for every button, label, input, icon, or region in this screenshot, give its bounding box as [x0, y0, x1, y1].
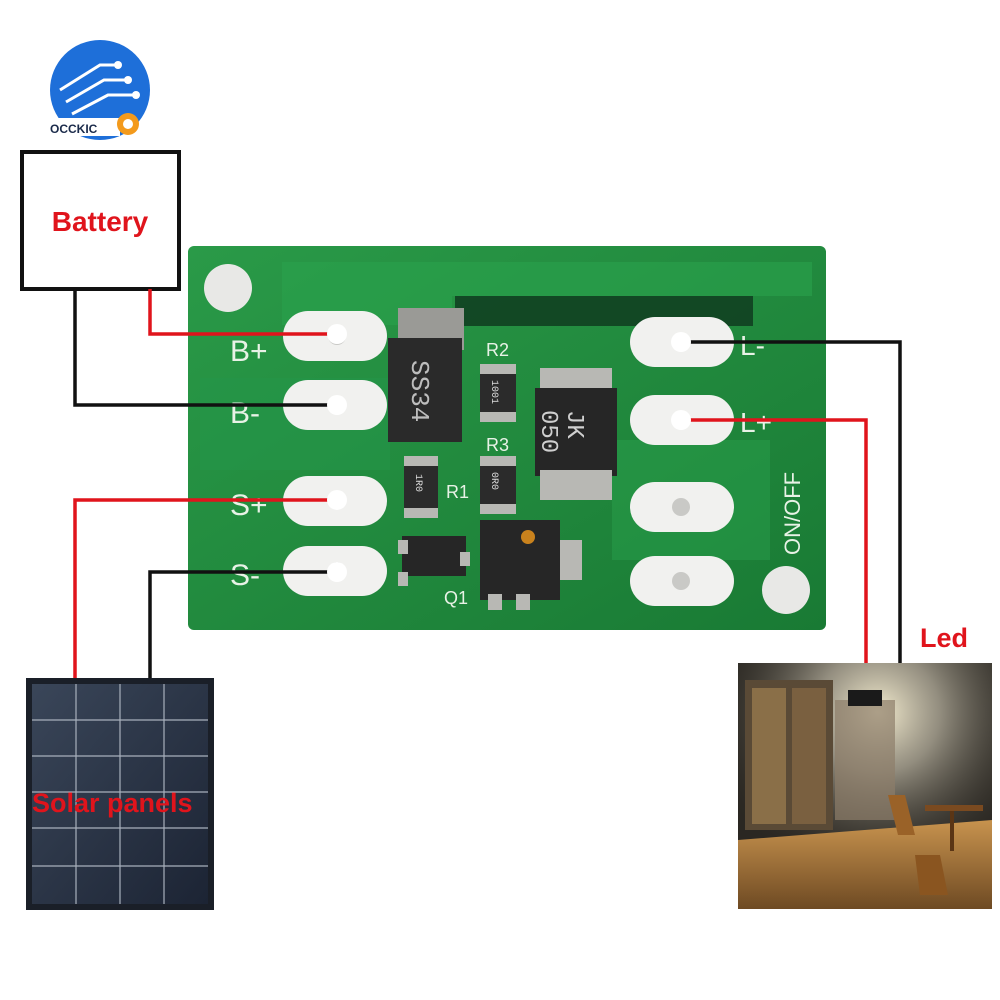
- r1-label: R1: [446, 482, 469, 502]
- q1-label: Q1: [444, 588, 468, 608]
- resistor-r2: R2 1001: [480, 340, 516, 422]
- brand-logo: OCCKIC: [48, 40, 150, 140]
- wires: [73, 289, 902, 680]
- pin-label-onoff: ON/OFF: [780, 472, 805, 555]
- pin-label-l-minus: L-: [740, 330, 765, 361]
- pad-onoff-1: [630, 482, 734, 532]
- ic-mark-line2: 050: [534, 410, 561, 453]
- wire-battery-negative: [73, 289, 331, 407]
- led-label: Led: [920, 623, 968, 653]
- transistor-q1: Q1: [398, 536, 470, 608]
- wire-led-positive: [686, 418, 868, 666]
- pin-label-s-plus: S+: [230, 489, 268, 522]
- wire-led-negative: [686, 340, 902, 666]
- pin-label-b-plus: B+: [230, 335, 268, 368]
- ic-jk050: JK 050: [534, 368, 617, 500]
- r3-label: R3: [486, 435, 509, 455]
- r3-code: 0R0: [488, 472, 499, 490]
- wire-solar-negative: [148, 570, 331, 680]
- wire-battery-positive: [148, 289, 331, 336]
- ic-mark-line1: JK: [560, 410, 587, 439]
- brand-name: OCCKIC: [50, 122, 98, 136]
- led-photo: Led: [738, 623, 992, 909]
- resistor-r3: R3 0R0: [480, 435, 516, 514]
- solar-panel: Solar panels: [26, 678, 214, 910]
- r2-code: 1001: [488, 380, 499, 404]
- wire-solar-positive: [73, 498, 331, 680]
- gear-icon: [117, 113, 139, 135]
- regulator-chip: [480, 520, 582, 610]
- r1-code: 1R0: [412, 474, 423, 492]
- pin-label-s-minus: S-: [230, 559, 260, 592]
- pin-label-l-plus: L+: [740, 407, 772, 438]
- battery-box: Battery: [20, 150, 181, 291]
- diode-mark: SS34: [404, 360, 434, 422]
- r2-label: R2: [486, 340, 509, 360]
- diode-ss34: SS34: [388, 308, 464, 442]
- pad-onoff-2: [630, 556, 734, 606]
- resistor-r1: 1R0 R1: [404, 456, 469, 518]
- mounting-hole-br: [762, 566, 810, 614]
- solar-label: Solar panels: [32, 788, 193, 818]
- battery-label: Battery: [52, 206, 149, 237]
- mounting-hole-tl: [204, 264, 252, 312]
- pin-label-b-minus: B-: [230, 397, 260, 430]
- wire-end-dots: [327, 324, 691, 582]
